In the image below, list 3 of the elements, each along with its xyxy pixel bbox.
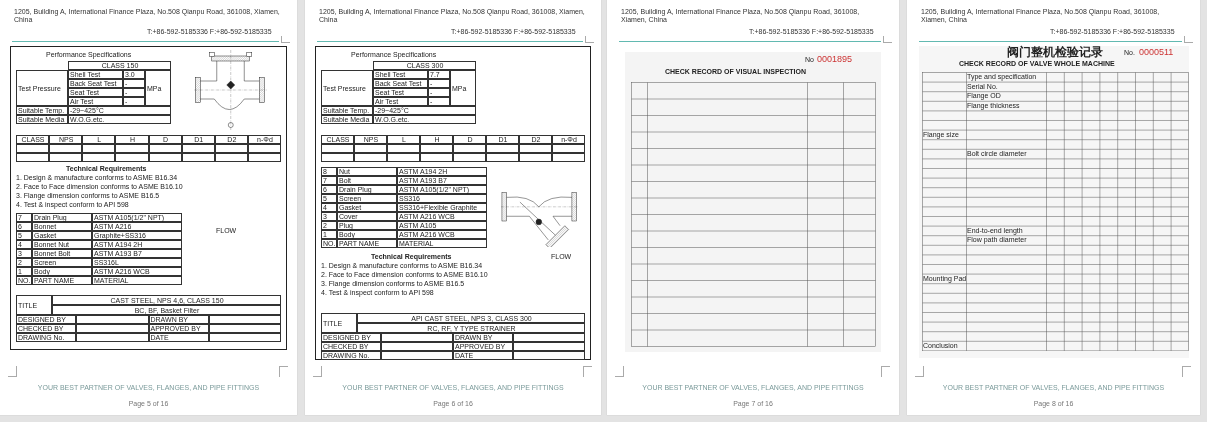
- serial-number: 0000511: [1139, 47, 1174, 58]
- form-title: 阀门整机检验记录: [1007, 46, 1103, 59]
- serial-number: 0001895: [817, 54, 853, 65]
